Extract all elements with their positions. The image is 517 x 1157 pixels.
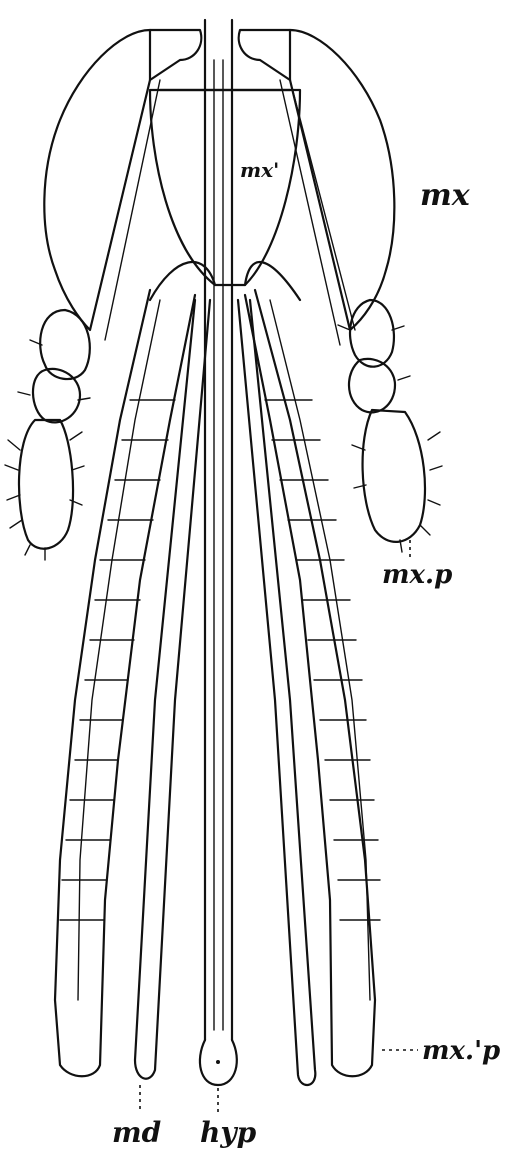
label-mx-prime: mx' — [240, 158, 280, 182]
maxillary-palp-left — [4, 308, 91, 561]
label-mx-prime-p: mx.'p — [422, 1036, 501, 1066]
mandible-left — [133, 298, 212, 1112]
maxillary-palp-right — [337, 298, 443, 560]
label-md: md — [112, 1116, 162, 1149]
label-mx: mx — [420, 178, 470, 213]
maxilla-right — [237, 28, 396, 346]
labial-palp-left — [53, 288, 197, 1078]
label-mx-p: mx.p — [382, 560, 453, 590]
maxilla-left — [43, 28, 203, 341]
labial-palp-right — [243, 288, 418, 1078]
mandible-right — [236, 298, 317, 1086]
label-hyp: hyp — [200, 1116, 257, 1149]
labium-mentum — [148, 88, 302, 302]
hypopharynx — [198, 18, 238, 1112]
